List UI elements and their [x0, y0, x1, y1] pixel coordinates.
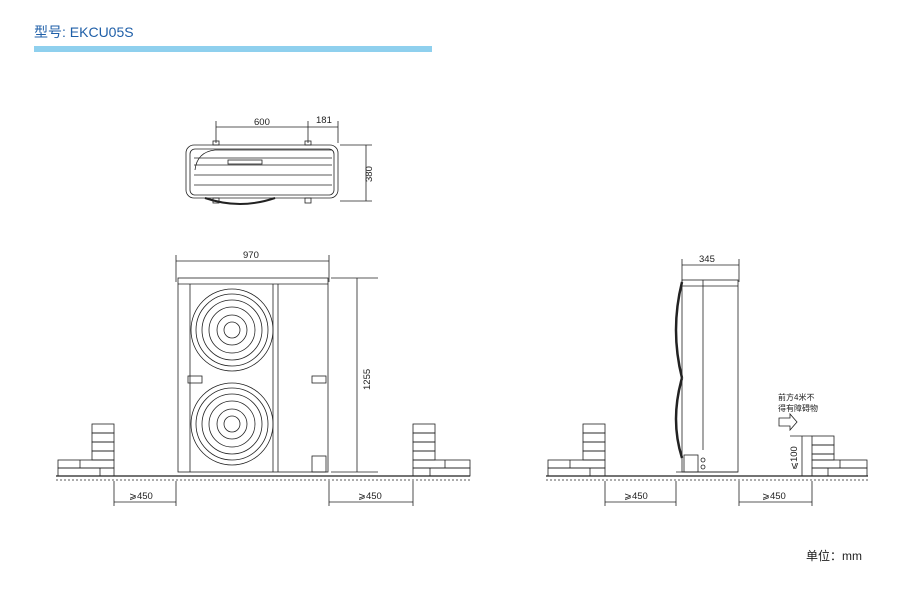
upper-fan-grille — [190, 288, 274, 372]
title-underline — [34, 46, 432, 52]
top-view: 600 181 380 — [185, 115, 375, 205]
obstacle-height-label: ⩽100 — [789, 446, 800, 470]
left-wall — [57, 423, 115, 477]
side-depth-label: 345 — [699, 254, 715, 265]
front-width-label: 970 — [243, 250, 259, 261]
unit-label: 单位：mm — [806, 549, 862, 563]
front-note-line2: 得有障碍物 — [778, 403, 818, 413]
front-height-label: 1255 — [362, 369, 373, 390]
front-right-clearance: ⩾450 — [358, 491, 382, 502]
top-depth-label: 380 — [364, 166, 375, 182]
side-right-wall — [811, 435, 868, 477]
front-view: 970 1255 — [56, 250, 471, 506]
side-left-clearance: ⩾450 — [624, 491, 648, 502]
side-view: 345 前方4米不 得有障碍物 ⩽ — [546, 254, 868, 506]
right-wall — [412, 423, 471, 477]
page-title: 型号: EKCU05S — [34, 24, 134, 40]
side-right-clearance: ⩾450 — [762, 491, 786, 502]
front-left-clearance: ⩾450 — [129, 491, 153, 502]
front-note-line1: 前方4米不 — [778, 392, 814, 402]
front-direction-arrow-icon — [778, 412, 798, 432]
top-width-label: 600 — [254, 117, 270, 128]
top-offset-label: 181 — [316, 115, 332, 126]
lower-fan-grille — [190, 382, 274, 466]
side-left-wall — [547, 423, 606, 477]
